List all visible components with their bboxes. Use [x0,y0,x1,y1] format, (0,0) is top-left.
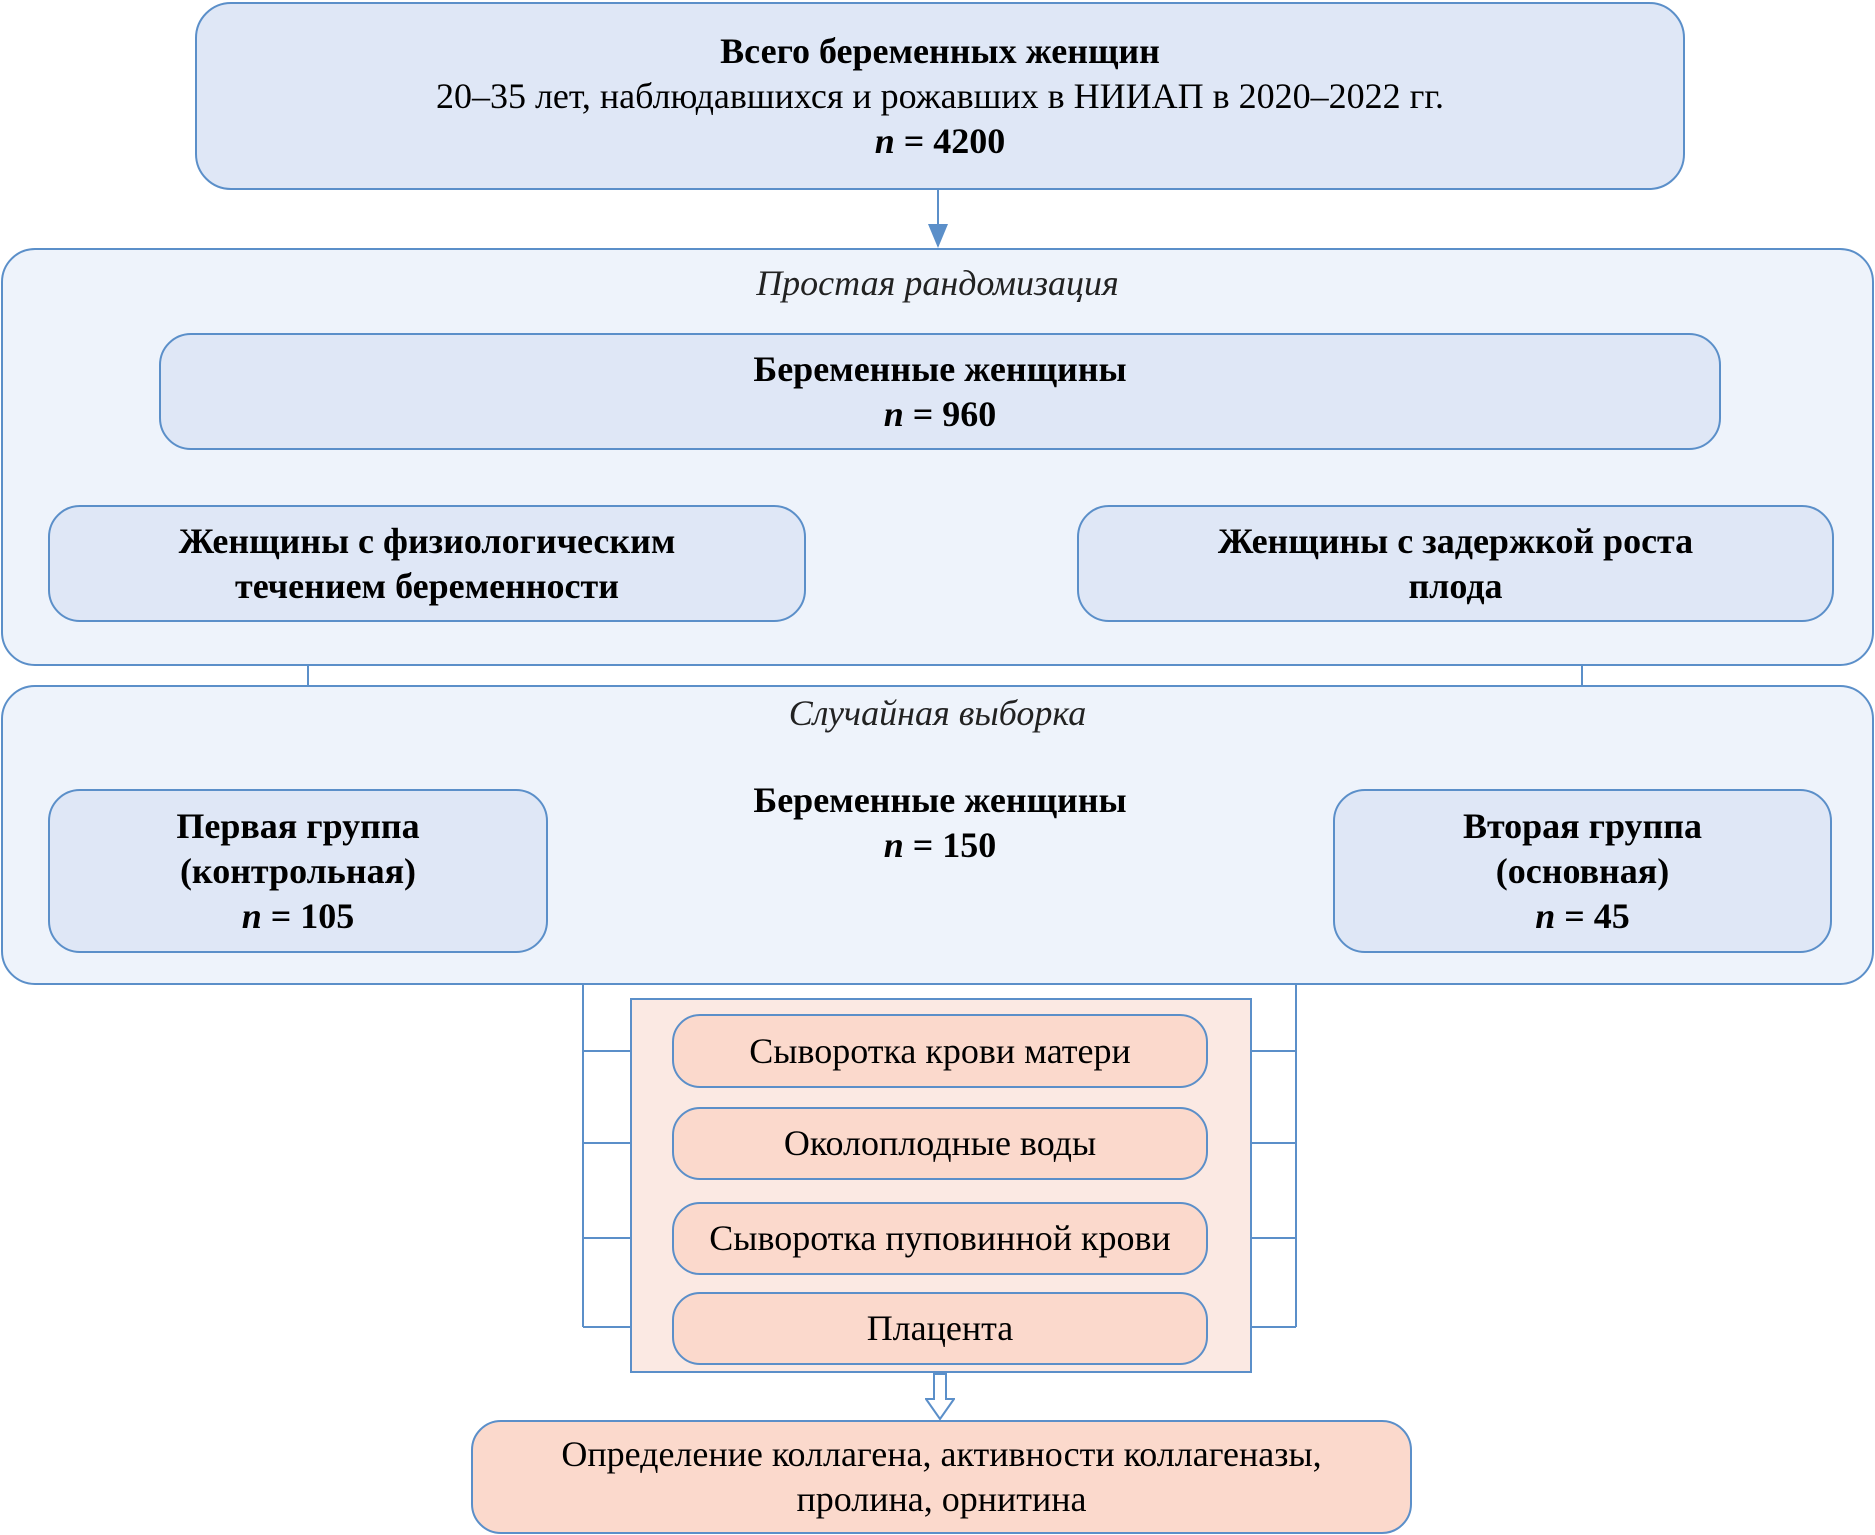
pregnant-150-n: n = 150 [883,825,997,865]
specimen-label: Сыворотка пуповинной крови [709,1218,1171,1258]
specimen-maternal-serum: Сыворотка крови матери [672,1014,1208,1088]
group1-control-box: Первая группа (контрольная) n = 105 [48,789,548,953]
fgr-line2: плода [1408,565,1503,606]
physiological-pregnancy-box: Женщины с физиологическим течением берем… [48,505,806,622]
pregnant-960-n: n = 960 [883,393,997,434]
simple-randomization-caption: Простая рандомизация [756,263,1119,303]
group1-n: n = 105 [241,895,355,936]
result-line1: Определение коллагена, активности коллаг… [561,1434,1322,1474]
fetal-growth-restriction-box: Женщины с задержкой роста плода [1077,505,1834,622]
group1-title: Первая группа [176,805,420,846]
specimen-label: Плацента [866,1308,1014,1348]
pregnant-150-title: Беременные женщины [753,780,1127,820]
total-title: Всего беременных женщин [720,30,1160,71]
total-population-box: Всего беременных женщин 20–35 лет, наблю… [195,2,1685,190]
pregnant-960-box: Беременные женщины n = 960 [159,333,1721,450]
fgr-line1: Женщины с задержкой роста [1217,520,1694,561]
random-sample-caption: Случайная выборка [788,693,1087,733]
total-subtitle: 20–35 лет, наблюдавшихся и рожавших в НИ… [435,75,1445,116]
group2-n: n = 45 [1535,895,1630,936]
group1-subtitle: (контрольная) [179,850,417,891]
group2-subtitle: (основная) [1495,850,1670,891]
total-n: n = 4200 [874,120,1006,161]
physiological-line2: течением беременности [235,565,619,606]
pregnant-960-title: Беременные женщины [753,348,1127,389]
physiological-line1: Женщины с физиологическим [178,520,676,561]
analysis-result-box: Определение коллагена, активности коллаг… [471,1420,1412,1534]
specimen-amniotic-fluid: Околоплодные воды [672,1107,1208,1180]
specimen-label: Сыворотка крови матери [749,1030,1131,1071]
specimen-label: Околоплодные воды [783,1123,1097,1163]
result-line2: пролина, орнитина [796,1479,1087,1519]
specimen-cord-blood-serum: Сыворотка пуповинной крови [672,1202,1208,1275]
group2-title: Вторая группа [1462,805,1703,846]
specimen-placenta: Плацента [672,1292,1208,1365]
hollow-down-arrow-icon [925,1373,955,1421]
pregnant-150-label: Беременные женщины n = 150 [600,778,1280,868]
group2-main-box: Вторая группа (основная) n = 45 [1333,789,1832,953]
